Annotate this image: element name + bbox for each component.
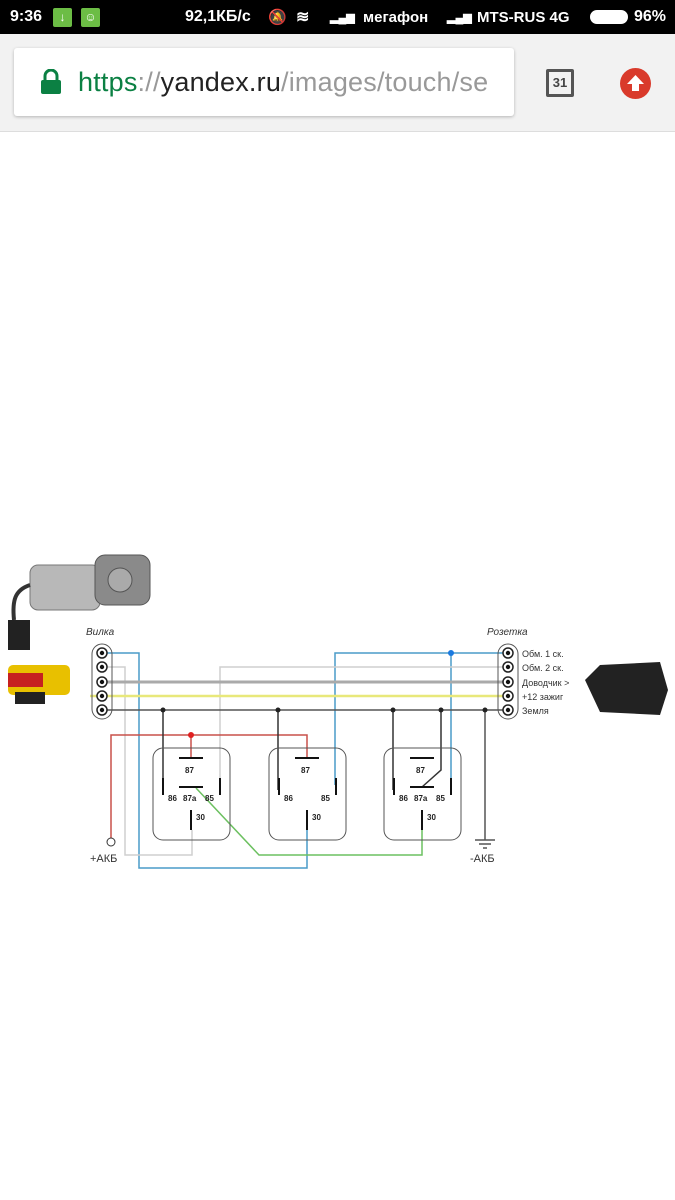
minus-battery-label: -АКБ: [470, 853, 495, 865]
relay-pin-30: 30: [427, 813, 436, 822]
pin-label: Земля: [522, 706, 549, 716]
relay-pin-85: 85: [436, 794, 445, 803]
relay-pin-86: 86: [399, 794, 408, 803]
relay-pin-86: 86: [168, 794, 177, 803]
wifi-icon: ≋: [296, 9, 310, 26]
connector-socket-image: [585, 662, 668, 715]
battery-percent: 96%: [634, 8, 667, 25]
wire-gray-left: [102, 666, 193, 856]
relay-pin-87: 87: [301, 766, 310, 775]
pin-label: Доводчик >: [522, 678, 569, 688]
pin-dot: [505, 650, 511, 656]
tab-switcher-button[interactable]: 31: [546, 69, 574, 97]
relay-3: 87 86 85 30 87a: [383, 747, 462, 841]
network-speed: 92,1КБ/с: [185, 8, 251, 25]
relay-pin-87a: 87a: [183, 794, 197, 803]
relay-pin-87: 87: [416, 766, 425, 775]
relay-box: [268, 747, 347, 841]
status-bar: 9:36 ↓ ☺ 92,1КБ/с 🔕 ≋ ▂▄▆ мегафон ▂▄▆ MT…: [0, 0, 675, 34]
pin-label: Обм. 1 ск.: [522, 649, 564, 659]
pin-dot: [99, 707, 105, 713]
relay-1: 87 86 85 30 87a: [152, 747, 231, 841]
url-sep: ://: [137, 66, 161, 97]
wiring-diagram: Вилка Розетка +АКБ -АКБ Обм. 1 ск. Обм. 2…: [8, 554, 668, 869]
pin-dot: [505, 664, 511, 670]
pin-dot: [505, 679, 511, 685]
url-scheme: https: [78, 66, 138, 97]
android-icon: ☺: [81, 8, 100, 27]
relay-box: [152, 747, 231, 841]
pin-dot: [505, 693, 511, 699]
relay-pin-30: 30: [312, 813, 321, 822]
pin-dot: [99, 650, 105, 656]
address-bar[interactable]: https://yandex.ru/images/touch/se: [14, 48, 514, 116]
plus-battery-label: +АКБ: [90, 853, 117, 865]
pin-dot: [505, 707, 511, 713]
battery-icon: [590, 10, 628, 24]
url-text: https://yandex.ru/images/touch/se: [78, 67, 488, 98]
signal-icon: ▂▄▆: [330, 11, 355, 24]
relay-box: [383, 747, 462, 841]
wiper-motor-image: [8, 554, 151, 650]
relay-pin-87: 87: [185, 766, 194, 775]
download-icon: ↓: [53, 8, 72, 27]
pin-dot: [99, 679, 105, 685]
arrow-up-icon: [627, 75, 644, 91]
signal-icon-2: ▂▄▆: [447, 11, 472, 24]
url-host: yandex.ru: [160, 66, 282, 97]
relay-pin-87a: 87a: [414, 794, 428, 803]
wire-blue-left: [102, 652, 308, 869]
relay-pin-86: 86: [284, 794, 293, 803]
left-connector: [91, 643, 113, 720]
update-button[interactable]: [620, 68, 651, 99]
pin-dot: [99, 664, 105, 670]
relay-pin-85: 85: [321, 794, 330, 803]
left-connector-label: Вилка: [86, 627, 115, 638]
pin-label: Обм. 2 ск.: [522, 663, 564, 673]
wire-green: [195, 787, 423, 856]
url-path: /images/touch/se: [281, 66, 489, 97]
connector-plug-image: [8, 665, 70, 704]
browser-toolbar: https://yandex.ru/images/touch/se 31: [0, 34, 675, 132]
lock-icon: [41, 69, 61, 94]
carrier-1: мегафон: [363, 8, 429, 26]
battery-terminal: [106, 837, 116, 847]
wire-gray-right: [219, 666, 508, 790]
relay-pin-30: 30: [196, 813, 205, 822]
pin-dot: [99, 693, 105, 699]
right-connector: [497, 643, 519, 720]
wire-red: [110, 734, 308, 838]
relay-2: 87 86 85 30: [268, 747, 347, 841]
clock: 9:36: [10, 8, 43, 25]
right-connector-label: Розетка: [487, 627, 528, 638]
relay-pin-85: 85: [205, 794, 214, 803]
carrier-2: MTS-RUS 4G: [477, 8, 570, 26]
pin-label: +12 зажиг: [522, 692, 564, 702]
mute-bell-icon: 🔕: [268, 9, 287, 26]
